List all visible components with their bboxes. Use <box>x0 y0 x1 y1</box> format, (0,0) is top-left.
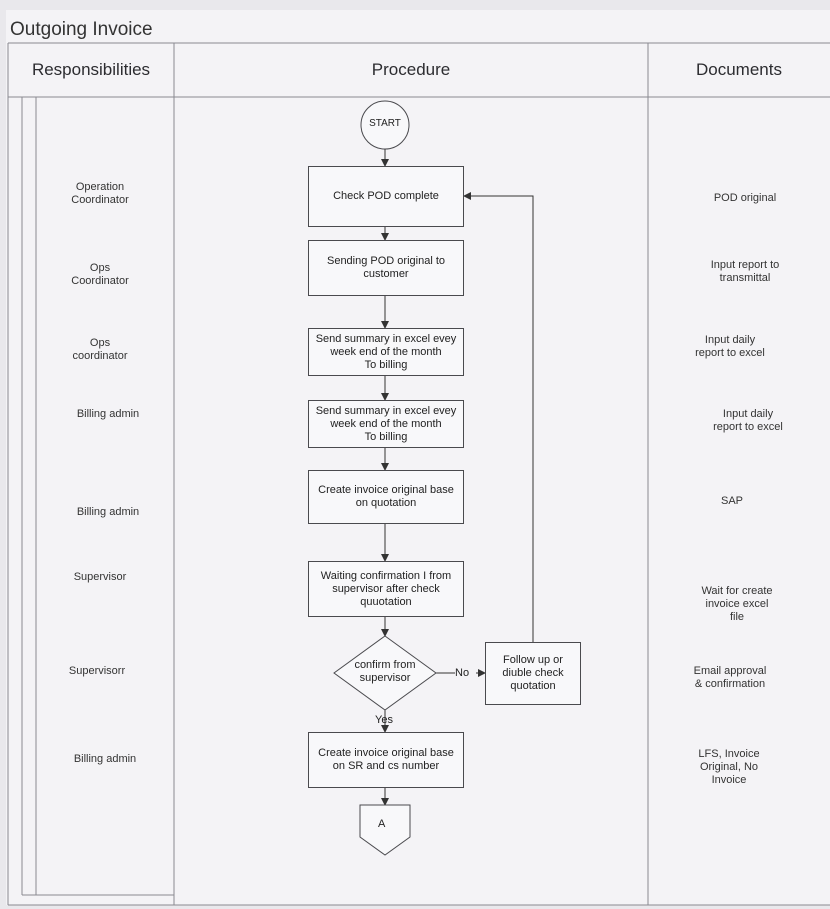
step-follow-up: Follow up or diuble check quotation <box>485 642 581 705</box>
no-label: No <box>455 667 470 679</box>
step-create-invoice-quotation: Create invoice original base on quotatio… <box>308 470 464 524</box>
document-2: Input report to transmittal <box>710 259 780 284</box>
responsibility-6: Supervisor <box>73 571 127 583</box>
responsibility-8: Billing admin <box>73 753 137 765</box>
responsibility-1: Operation Coordinator <box>71 181 129 206</box>
step-send-pod: Sending POD original to customer <box>308 240 464 296</box>
decision-label: confirm from supervisor <box>354 659 416 684</box>
step-send-summary-1: Send summary in excel evey week end of t… <box>308 328 464 376</box>
off-page-connector <box>359 804 411 856</box>
responsibility-2: Ops Coordinator <box>71 262 129 287</box>
page-title: Outgoing Invoice <box>10 19 153 40</box>
start-label: START <box>369 118 401 129</box>
step-create-invoice-sr: Create invoice original base on SR and c… <box>308 732 464 788</box>
document-6: Wait for create invoice excel file <box>701 585 773 623</box>
responsibility-3: Ops coordinator <box>72 337 128 362</box>
document-4: Input daily report to excel <box>713 408 783 433</box>
header-documents: Documents <box>696 60 782 79</box>
document-8: LFS, Invoice Original, No Invoice <box>698 748 760 786</box>
yes-label: Yes <box>375 714 393 726</box>
step-check-pod: Check POD complete <box>308 166 464 227</box>
document-1: POD original <box>713 192 777 204</box>
header-procedure: Procedure <box>371 60 451 79</box>
document-7: Email approval & confirmation <box>693 665 767 690</box>
step-waiting-confirmation: Waiting confirmation I from supervisor a… <box>308 561 464 617</box>
decision-diamond <box>333 635 437 711</box>
header-responsibilities: Responsibilities <box>31 60 151 79</box>
document-5: SAP <box>720 495 743 507</box>
responsibility-4: Billing admin <box>76 408 140 420</box>
step-send-summary-2: Send summary in excel evey week end of t… <box>308 400 464 448</box>
responsibility-5: Billing admin <box>76 506 140 518</box>
document-3: Input daily report to excel <box>695 334 765 359</box>
responsibility-7: Supervisorr <box>68 665 126 677</box>
connector-label: A <box>378 818 386 830</box>
